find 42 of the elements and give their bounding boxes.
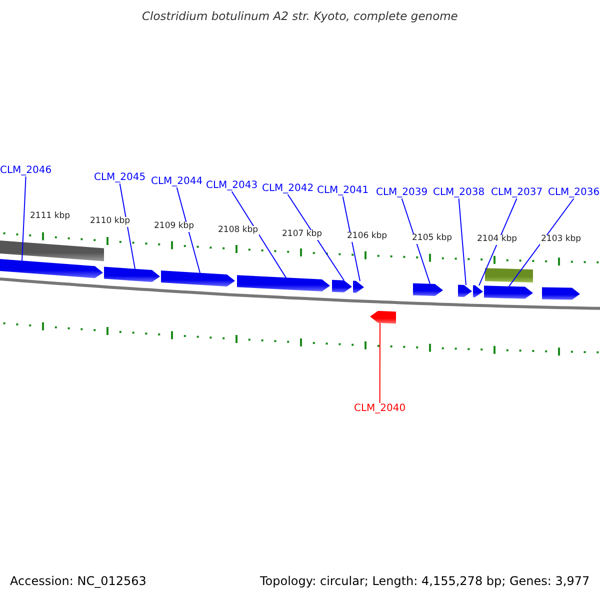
gene-label: CLM_2043 bbox=[206, 180, 258, 192]
leader-line bbox=[478, 198, 518, 286]
leader-line bbox=[401, 198, 430, 284]
gene-label: CLM_2045 bbox=[94, 172, 146, 184]
scale-label: 2106 kbp bbox=[346, 232, 388, 242]
leader-line bbox=[176, 187, 200, 274]
scale-label: 2107 kbp bbox=[281, 230, 324, 240]
leader-line bbox=[342, 196, 360, 282]
scale-label: 2110 kbp bbox=[89, 217, 132, 227]
gene-label: CLM_2036 bbox=[548, 187, 600, 198]
gene-label: CLM_2037 bbox=[491, 187, 543, 198]
scale-label: 2109 kbp bbox=[153, 222, 196, 232]
gene-label: CLM_2044 bbox=[151, 176, 203, 188]
gene-feature bbox=[413, 283, 443, 296]
scale-label: 2103 kbp bbox=[540, 235, 582, 245]
gene-feature bbox=[458, 284, 472, 297]
diagram-title: Clostridium botulinum A2 str. Kyoto, complete genome bbox=[142, 10, 458, 24]
gene-label: CLM_2041 bbox=[317, 185, 369, 196]
leader-line bbox=[287, 194, 344, 281]
gene-feature bbox=[353, 280, 364, 293]
gene-feature bbox=[370, 310, 396, 324]
footer-text: Topology: circular; Length: 4,155,278 bp; Genes: 3,977 bbox=[260, 575, 590, 589]
gene-label: CLM_2038 bbox=[433, 187, 485, 198]
footer-text: Accession: NC_012563 bbox=[10, 575, 146, 589]
gene-feature bbox=[104, 266, 160, 282]
gene-label: CLM_2039 bbox=[376, 187, 428, 198]
leader-line bbox=[508, 198, 574, 287]
gene-feature bbox=[332, 280, 352, 292]
leader-line bbox=[22, 176, 26, 262]
scale-label: 2108 kbp bbox=[217, 226, 260, 236]
leader-line bbox=[379, 322, 380, 404]
gene-feature bbox=[237, 275, 330, 292]
gene-label: CLM_2040 bbox=[354, 403, 406, 414]
leader-line bbox=[458, 198, 466, 286]
scale-label: 2105 kbp bbox=[411, 234, 454, 244]
gene-label: CLM_2046 bbox=[0, 165, 52, 176]
leader-line bbox=[231, 191, 286, 278]
scale-label: 2111 kbp bbox=[29, 212, 72, 222]
leader-line bbox=[119, 183, 136, 270]
gene-feature bbox=[161, 270, 235, 286]
scale-label: 2104 kbp bbox=[476, 235, 518, 245]
gene-label: CLM_2042 bbox=[262, 183, 314, 194]
